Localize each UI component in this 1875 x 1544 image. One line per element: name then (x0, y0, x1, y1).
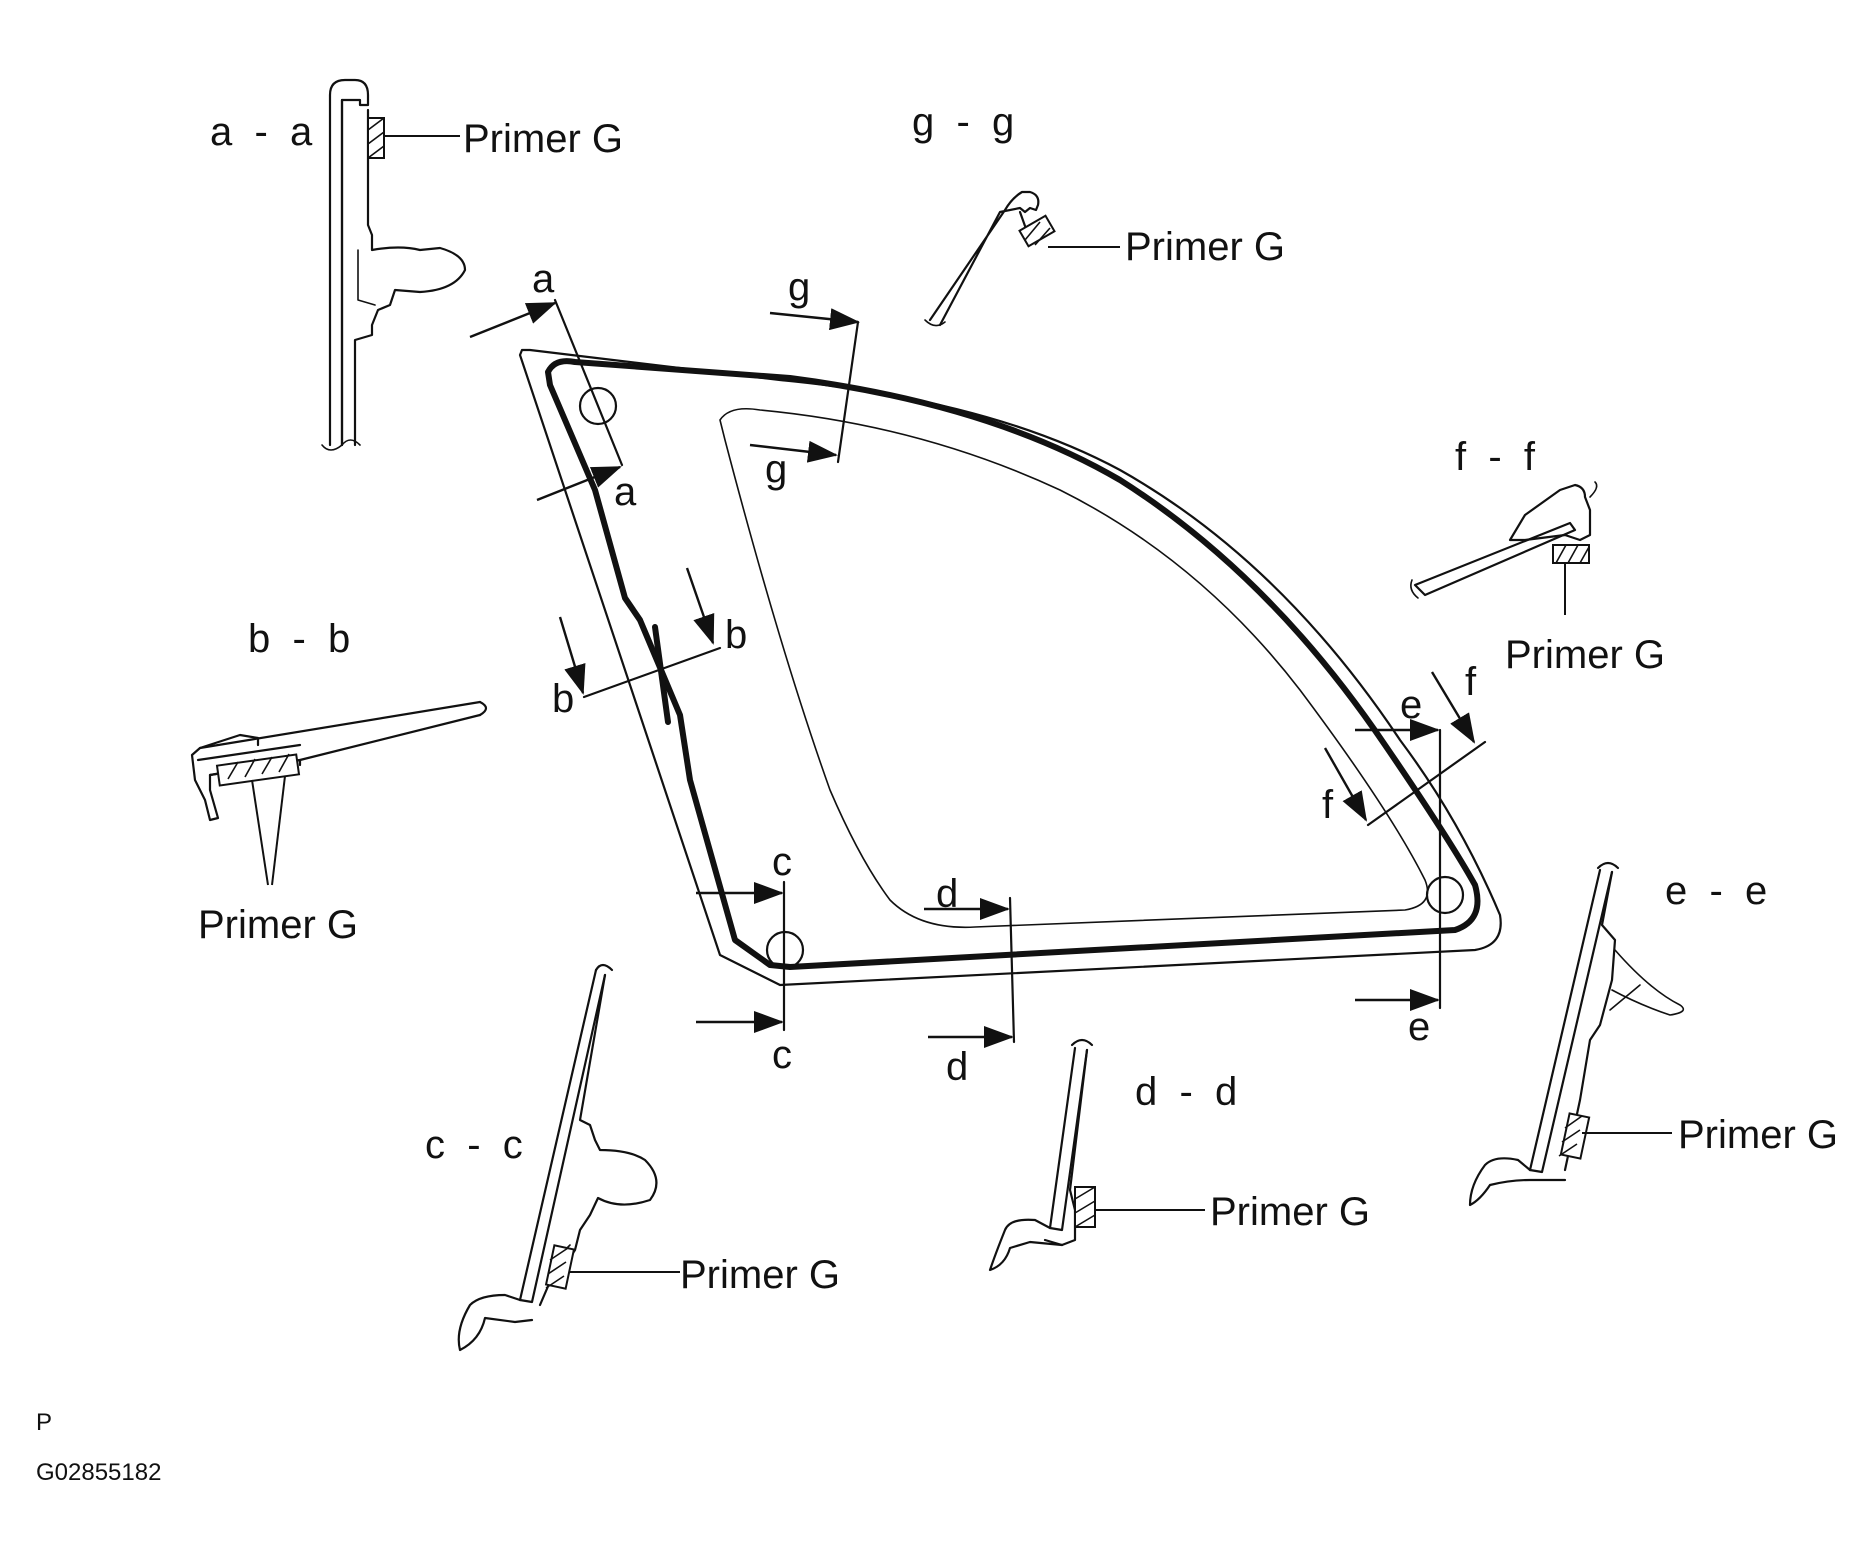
figure-id: G02855182 (36, 1459, 161, 1486)
primer-label-c: Primer G (680, 1253, 840, 1297)
cut-letter-b-left: b (552, 677, 574, 721)
section-detail-e: e - e Primer G (1468, 861, 1838, 1207)
section-cut-b (558, 567, 722, 699)
section-detail-g: g - g Primer G (912, 100, 1285, 327)
primer-label-d: Primer G (1210, 1190, 1370, 1234)
section-cut-a (469, 298, 624, 502)
cut-letter-f-bottom: f (1322, 783, 1334, 827)
cut-letter-e-bottom: e (1408, 1005, 1430, 1049)
section-detail-b: b - b Primer G (190, 617, 488, 947)
section-cut-d (924, 896, 1016, 1048)
cut-letter-a-top: a (532, 257, 555, 301)
clip-hole-top-left (578, 386, 618, 426)
section-cut-e (1355, 719, 1442, 1011)
section-label-d: d - d (1135, 1070, 1237, 1114)
cut-letter-c-bottom: c (772, 1033, 792, 1077)
cut-letter-a-bottom: a (614, 470, 637, 514)
cut-letter-g-bottom: g (765, 447, 787, 491)
footer-code: P (36, 1409, 52, 1436)
section-label-b: b - b (248, 617, 350, 661)
cut-letter-f-top: f (1465, 660, 1477, 704)
section-label-g: g - g (912, 100, 1014, 144)
section-label-c: c - c (425, 1123, 523, 1167)
primer-label-f: Primer G (1505, 633, 1665, 677)
cut-letter-d-bottom: d (946, 1045, 968, 1089)
primer-label-e: Primer G (1678, 1113, 1838, 1157)
cut-letter-g-top: g (788, 265, 810, 309)
section-detail-c: c - c Primer G (425, 963, 840, 1352)
primer-pad-c (544, 1244, 576, 1290)
primer-pad-b (215, 753, 301, 787)
cut-letter-e-top: e (1400, 683, 1422, 727)
section-cut-c (696, 880, 786, 1033)
section-label-a: a - a (210, 110, 313, 154)
section-cut-g (749, 308, 860, 464)
primer-pad-g (1018, 214, 1056, 248)
section-label-f: f - f (1455, 435, 1536, 479)
clip-hole-right (1425, 875, 1465, 915)
primer-label-b: Primer G (198, 903, 358, 947)
section-detail-a: a - a Primer G (210, 78, 623, 451)
cut-letter-d-top: d (936, 872, 958, 916)
section-detail-d: d - d Primer G (988, 1038, 1370, 1272)
section-cut-f (1323, 671, 1487, 827)
cut-letter-c-top: c (772, 840, 792, 884)
primer-pad-d (1074, 1186, 1096, 1228)
primer-label-g: Primer G (1125, 225, 1285, 269)
primer-pad-f (1552, 544, 1590, 564)
primer-pad-a (367, 117, 385, 159)
cut-letter-b-right: b (725, 613, 747, 657)
section-detail-f: f - f Primer G (1410, 435, 1665, 677)
section-label-e: e - e (1665, 869, 1767, 913)
primer-label-a: Primer G (463, 117, 623, 161)
primer-pad-e (1558, 1112, 1591, 1160)
